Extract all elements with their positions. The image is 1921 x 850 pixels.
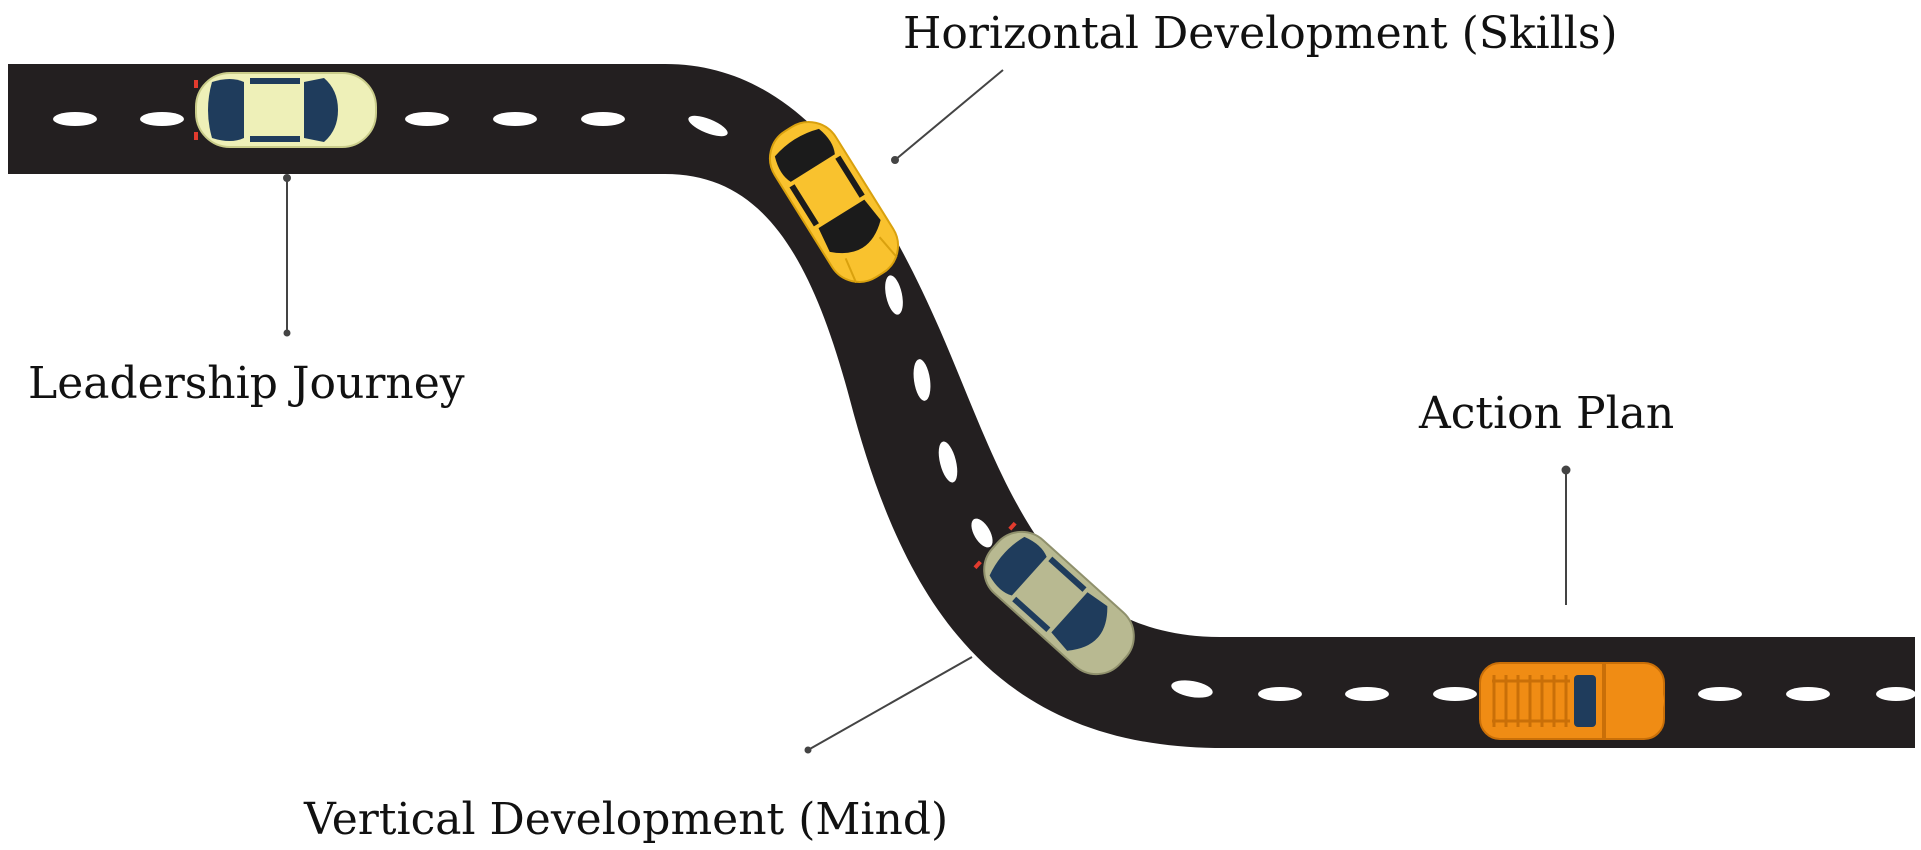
leadership-journey-label: Leadership Journey	[28, 358, 465, 409]
horizontal-development-label: Horizontal Development (Skills)	[903, 8, 1618, 59]
sports-car-icon	[768, 121, 900, 283]
leader-line-horizontal	[894, 69, 1004, 161]
sedan-car-icon	[194, 72, 377, 148]
suv-car-icon	[1479, 662, 1665, 740]
leader-line-vertical	[807, 656, 973, 751]
road	[8, 64, 1915, 748]
vertical-development-label: Vertical Development (Mind)	[304, 794, 949, 845]
lane-markings	[53, 112, 1916, 701]
leader-lines	[283, 69, 1571, 754]
sedan-car-icon	[973, 521, 1135, 676]
action-plan-label: Action Plan	[1419, 388, 1675, 439]
